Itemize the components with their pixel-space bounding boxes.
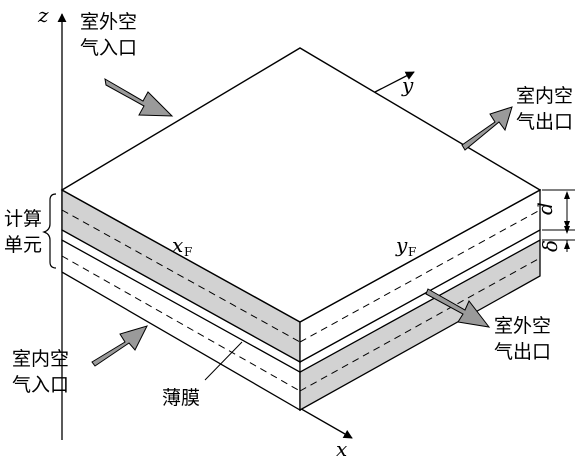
- svg-text:F: F: [408, 245, 416, 259]
- delta-label: δ: [538, 240, 562, 252]
- indoor-inlet-label-line2: 气入口: [12, 374, 69, 396]
- svg-text:y: y: [395, 233, 408, 257]
- d-label: d: [533, 202, 557, 215]
- outdoor-inlet-label-line2: 气入口: [80, 37, 137, 59]
- y-axis-label: y: [401, 73, 414, 97]
- outdoor-inlet-label-line1: 室外空: [80, 11, 137, 33]
- outdoor-outlet-label-line2: 气出口: [494, 341, 551, 363]
- outdoor-outlet-label-line1: 室外空: [494, 315, 551, 337]
- indoor-outlet-arrow: [461, 106, 513, 151]
- membrane-leader: [204, 341, 243, 381]
- y-axis: y: [374, 71, 415, 97]
- dimension-marks: d δ: [533, 189, 575, 252]
- indoor-inlet-arrow: [91, 325, 148, 367]
- xf-label: x F: [172, 233, 192, 259]
- lower-centerline-front: [61, 255, 301, 392]
- outdoor-inlet-arrow: [104, 78, 174, 117]
- upper-centerline-front: [61, 209, 301, 343]
- unit-label-line2: 单元: [4, 234, 42, 256]
- indoor-inlet-label-line1: 室内空: [12, 348, 69, 370]
- x-axis-label: x: [336, 437, 347, 459]
- lower-centerline-right: [299, 257, 541, 392]
- z-axis-label: z: [37, 3, 49, 27]
- upper-centerline-right: [299, 209, 541, 343]
- membrane-label: 薄膜: [162, 387, 200, 409]
- indoor-outlet-label-line1: 室内空: [516, 85, 573, 107]
- indoor-outlet-label-line2: 气出口: [516, 111, 573, 133]
- svg-text:F: F: [184, 245, 192, 259]
- outdoor-outlet-arrow: [425, 288, 491, 328]
- svg-text:x: x: [172, 233, 183, 257]
- unit-brace: [42, 193, 57, 269]
- top-face: [60, 47, 542, 323]
- unit-label-line1: 计算: [4, 208, 42, 230]
- yf-label: y F: [395, 233, 416, 259]
